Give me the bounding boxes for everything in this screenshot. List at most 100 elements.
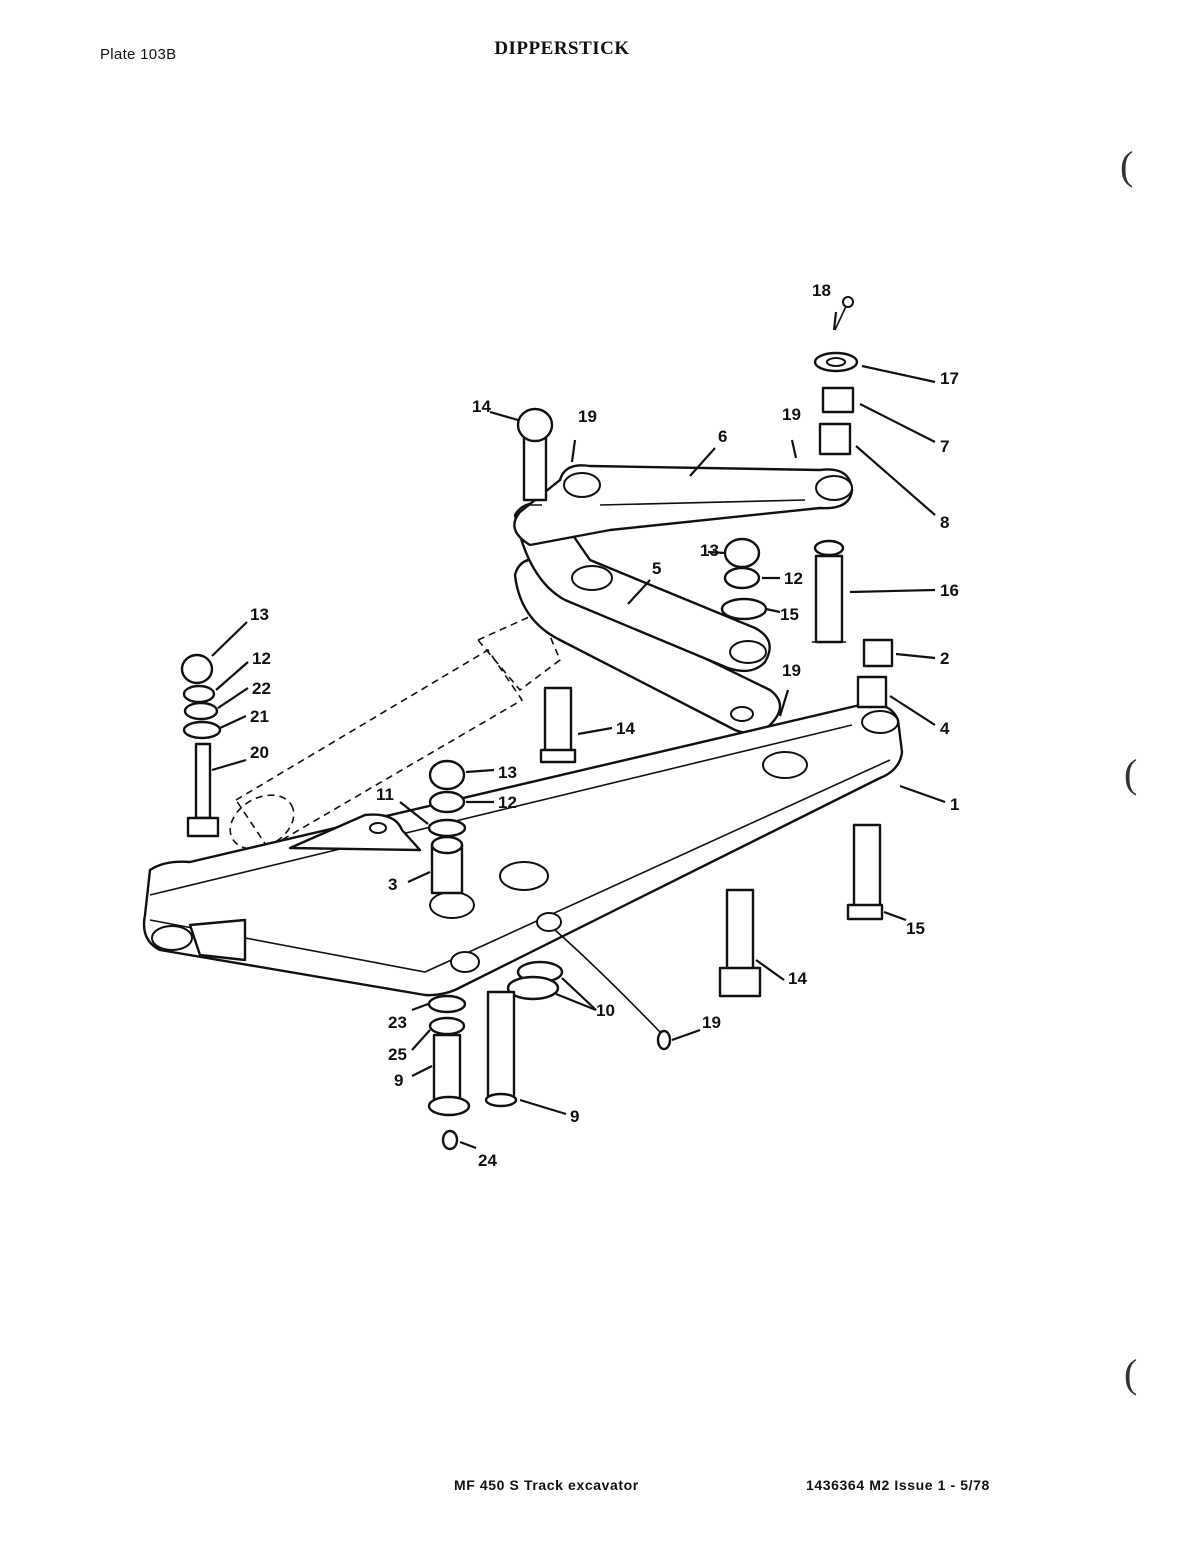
callout-17: 17 <box>861 364 959 388</box>
callout-19-right: 19 <box>782 405 801 459</box>
svg-text:24: 24 <box>478 1151 497 1170</box>
svg-text:12: 12 <box>784 569 803 588</box>
svg-text:14: 14 <box>472 397 491 416</box>
callout-5: 5 <box>627 559 661 605</box>
callout-16: 16 <box>849 581 959 600</box>
svg-text:23: 23 <box>388 1013 407 1032</box>
callout-10: 10 <box>555 977 615 1020</box>
callout-13-left: 13 <box>211 605 269 657</box>
callout-23: 23 <box>388 1002 429 1032</box>
callout-12-upper-right: 12 <box>762 569 803 588</box>
callout-4: 4 <box>889 695 950 738</box>
svg-text:18: 18 <box>812 281 831 300</box>
svg-text:14: 14 <box>616 719 635 738</box>
svg-text:12: 12 <box>252 649 271 668</box>
svg-text:16: 16 <box>940 581 959 600</box>
callout-20: 20 <box>211 743 269 772</box>
footer-issue: 1436364 M2 Issue 1 - 5/78 <box>806 1477 990 1493</box>
svg-text:15: 15 <box>906 919 925 938</box>
pin-9-long <box>484 990 518 1108</box>
nut-washer-stack-13-12-15 <box>720 537 768 621</box>
svg-text:2: 2 <box>940 649 949 668</box>
callout-12-center: 12 <box>466 793 517 812</box>
svg-text:11: 11 <box>376 785 394 804</box>
nut-washer-stack-13-12-11 <box>427 759 467 895</box>
washer-17 <box>813 351 859 373</box>
svg-text:13: 13 <box>498 763 517 782</box>
svg-text:20: 20 <box>250 743 269 762</box>
callout-14-lower: 14 <box>755 959 807 988</box>
svg-text:10: 10 <box>596 1001 615 1020</box>
svg-text:19: 19 <box>782 405 801 424</box>
callout-25: 25 <box>388 1029 431 1064</box>
callout-14-middle: 14 <box>577 719 635 738</box>
callout-19-bottom: 19 <box>671 1013 721 1042</box>
svg-text:17: 17 <box>940 369 959 388</box>
svg-text:1: 1 <box>950 795 959 814</box>
svg-text:19: 19 <box>782 661 801 680</box>
callout-7: 7 <box>859 403 949 456</box>
svg-text:19: 19 <box>702 1013 721 1032</box>
tie-bar-assembly <box>513 464 854 547</box>
svg-text:12: 12 <box>498 793 517 812</box>
callout-12-left: 12 <box>215 649 271 691</box>
page-title: DIPPERSTICK <box>494 38 630 59</box>
svg-text:25: 25 <box>388 1045 407 1064</box>
svg-text:7: 7 <box>940 437 949 456</box>
callout-9-right: 9 <box>519 1098 579 1126</box>
svg-text:5: 5 <box>652 559 661 578</box>
callout-22: 22 <box>217 679 271 709</box>
svg-text:14: 14 <box>788 969 807 988</box>
callout-6: 6 <box>689 427 727 477</box>
svg-text:22: 22 <box>252 679 271 698</box>
svg-text:9: 9 <box>394 1071 403 1090</box>
svg-text:19: 19 <box>578 407 597 426</box>
footer-model: MF 450 S Track excavator <box>454 1477 639 1493</box>
callout-8: 8 <box>855 445 949 532</box>
svg-text:13: 13 <box>700 541 719 560</box>
callout-21: 21 <box>219 707 269 729</box>
callout-19-top: 19 <box>570 407 597 463</box>
bush-2-4 <box>856 638 894 709</box>
pin-14-top <box>516 407 554 506</box>
svg-text:13: 13 <box>250 605 269 624</box>
callout-3: 3 <box>388 870 431 894</box>
callout-15-upper: 15 <box>765 605 799 624</box>
bush-7-8 <box>818 386 855 456</box>
plate-number: Plate 103B <box>100 46 177 63</box>
svg-text:4: 4 <box>940 719 950 738</box>
pin-14-bottom <box>718 888 762 998</box>
bushes-10 <box>506 960 564 1001</box>
binder-hole-mark-top: ( <box>1120 143 1134 188</box>
pin-9-stack-23-25 <box>427 994 471 1117</box>
svg-text:3: 3 <box>388 875 397 894</box>
split-pin-18 <box>834 296 854 331</box>
svg-text:9: 9 <box>570 1107 579 1126</box>
callout-13-center: 13 <box>465 763 517 782</box>
callout-9-left: 9 <box>394 1065 433 1090</box>
callout-1: 1 <box>899 784 959 814</box>
svg-text:21: 21 <box>250 707 269 726</box>
callout-18: 18 <box>812 281 838 331</box>
callout-2: 2 <box>895 649 949 668</box>
svg-text:15: 15 <box>780 605 799 624</box>
svg-text:8: 8 <box>940 513 949 532</box>
svg-text:6: 6 <box>718 427 727 446</box>
callout-14-top: 14 <box>472 397 519 422</box>
callout-15-lower: 15 <box>883 910 925 938</box>
callout-11: 11 <box>376 785 429 825</box>
binder-hole-mark-bottom: ( <box>1124 1351 1138 1396</box>
dipperstick-arm <box>142 702 904 997</box>
callout-13-upper-right: 13 <box>700 541 727 560</box>
binder-hole-mark-middle: ( <box>1124 751 1138 796</box>
grease-nipple-24 <box>441 1129 459 1151</box>
callout-24: 24 <box>459 1140 497 1170</box>
callout-19-middle: 19 <box>778 661 801 717</box>
bolt-20-stack <box>180 653 222 838</box>
grease-line-19 <box>554 929 672 1051</box>
pin-15-right <box>846 823 884 921</box>
ram-dashed-outline <box>229 610 561 850</box>
pin-16 <box>812 539 846 644</box>
pin-14-mid <box>539 686 577 764</box>
